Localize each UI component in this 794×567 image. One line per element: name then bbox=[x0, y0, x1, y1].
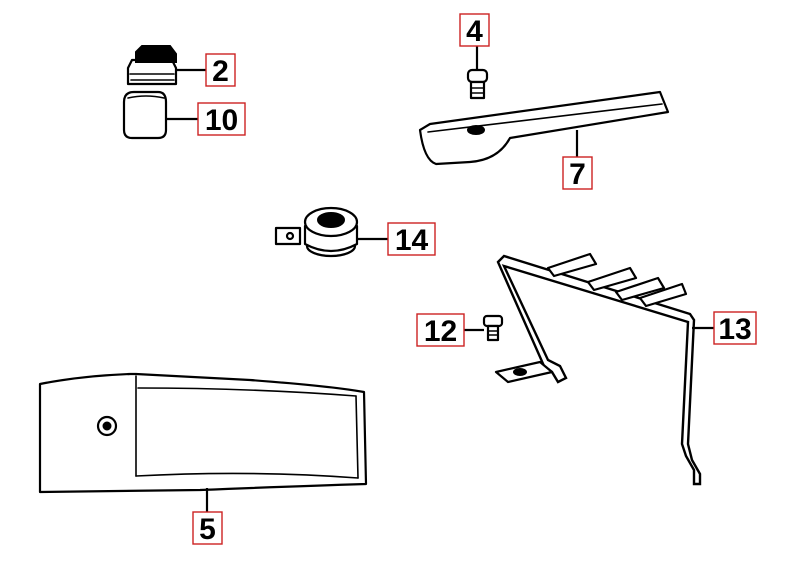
callout-5: 5 bbox=[192, 511, 223, 546]
svg-text:4: 4 bbox=[466, 15, 483, 48]
part-13-wire-bracket bbox=[494, 252, 702, 486]
svg-text:10: 10 bbox=[205, 104, 238, 137]
svg-text:14: 14 bbox=[395, 224, 429, 257]
svg-text:5: 5 bbox=[199, 513, 216, 546]
callout-7: 7 bbox=[562, 156, 593, 191]
part-5-cover bbox=[38, 372, 368, 494]
part-12-screw bbox=[482, 314, 504, 342]
svg-text:7: 7 bbox=[569, 158, 586, 191]
svg-text:2: 2 bbox=[212, 55, 229, 88]
callout-10: 10 bbox=[197, 102, 246, 137]
svg-text:12: 12 bbox=[424, 315, 457, 348]
part-7-arm bbox=[418, 90, 670, 166]
callout-2: 2 bbox=[205, 53, 236, 88]
part-14-bushing bbox=[274, 206, 359, 258]
part-4-bolt bbox=[466, 68, 489, 100]
callout-12: 12 bbox=[416, 313, 465, 348]
svg-text:13: 13 bbox=[718, 313, 751, 346]
part-2-clip bbox=[126, 45, 178, 86]
part-10-cap bbox=[122, 90, 168, 140]
callout-13: 13 bbox=[713, 311, 757, 346]
callout-14: 14 bbox=[387, 222, 436, 257]
callout-4: 4 bbox=[459, 13, 490, 48]
